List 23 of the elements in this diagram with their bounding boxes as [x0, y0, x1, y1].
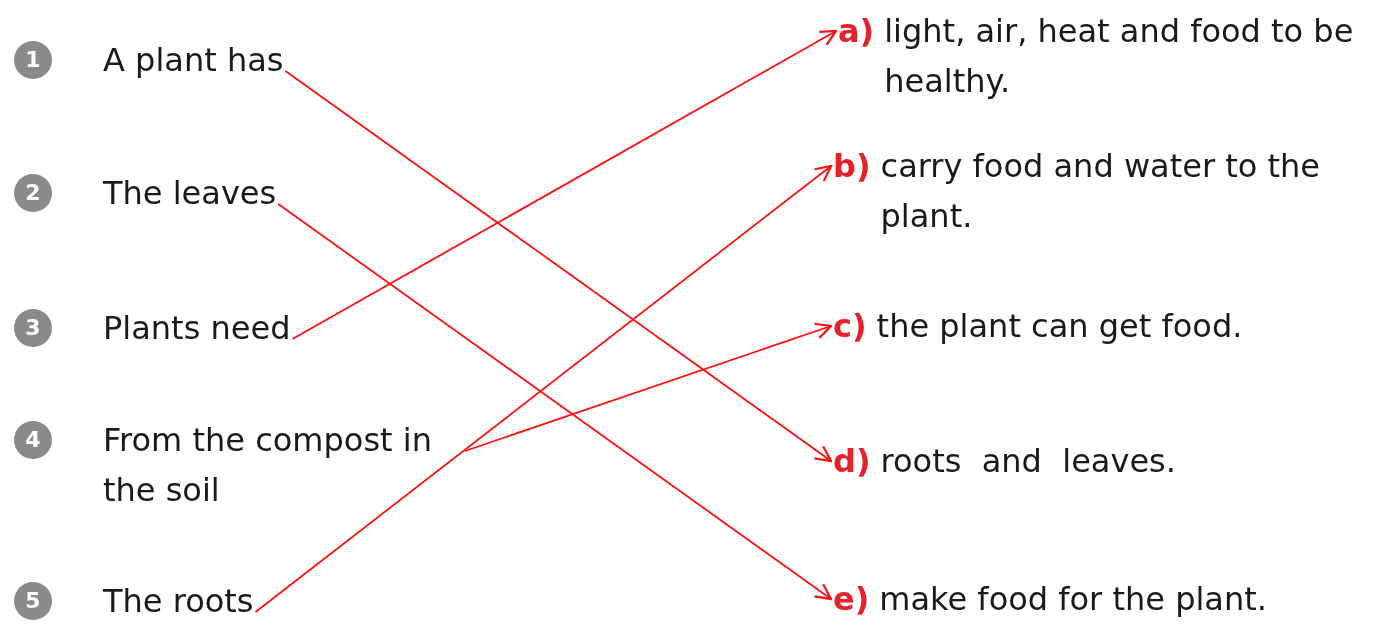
sentence-ending: roots and leaves. — [880, 441, 1176, 482]
answer-letter: b) — [833, 146, 871, 187]
sentence-ending: the plant can get food. — [876, 306, 1243, 347]
matching-arrow — [464, 322, 833, 452]
sentence-beginning: The roots — [103, 581, 254, 622]
sentence-beginning: A plant has — [103, 40, 284, 81]
number-badge: 4 — [14, 421, 52, 459]
matching-arrow — [291, 29, 838, 340]
number-badge: 1 — [14, 41, 52, 79]
answer-letter: a) — [838, 11, 875, 52]
answer-letter: e) — [833, 579, 870, 620]
sentence-beginning: Plants need — [103, 308, 291, 349]
answer-letter: d) — [833, 441, 871, 482]
sentence-ending: light, air, heat and food to be healthy. — [884, 11, 1355, 102]
sentence-beginning: The leaves — [103, 173, 277, 214]
sentence-ending: carry food and water to the plant. — [880, 146, 1322, 237]
number-badge: 3 — [14, 309, 52, 347]
matching-arrow — [284, 70, 833, 463]
sentence-beginning: From the compost in the soil — [103, 420, 433, 511]
answer-letter: c) — [833, 306, 867, 347]
sentence-ending: make food for the plant. — [879, 579, 1267, 620]
number-badge: 2 — [14, 174, 52, 212]
number-badge: 5 — [14, 582, 52, 620]
